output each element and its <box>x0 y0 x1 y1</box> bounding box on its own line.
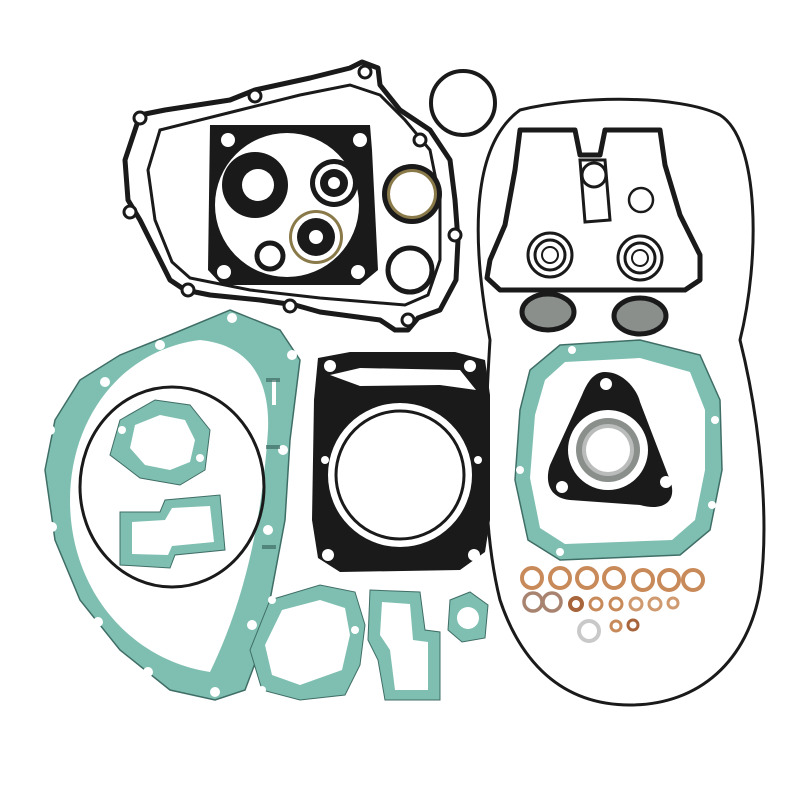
exhaust-flange-gasket <box>547 372 673 507</box>
water-pump-gasket-bottom <box>249 584 366 701</box>
valve-cover-gasket <box>484 127 703 293</box>
top-cover-gasket <box>122 59 463 333</box>
square-gasket-with-seals <box>208 125 378 285</box>
water-pump-cover-gasket <box>109 399 211 486</box>
top-o-ring <box>429 69 497 137</box>
small-teal-gasket <box>447 591 489 643</box>
o-ring <box>385 245 435 295</box>
large-loop-o-ring <box>476 97 766 707</box>
copper-washers <box>520 566 705 643</box>
oil-seal-right <box>382 164 442 224</box>
cylinder-head-gasket <box>312 352 490 572</box>
rectangular-teal-gasket <box>119 494 226 569</box>
oil-passage-gasket <box>367 589 441 701</box>
large-o-ring-left <box>78 385 266 589</box>
mesh-screens <box>519 291 669 337</box>
